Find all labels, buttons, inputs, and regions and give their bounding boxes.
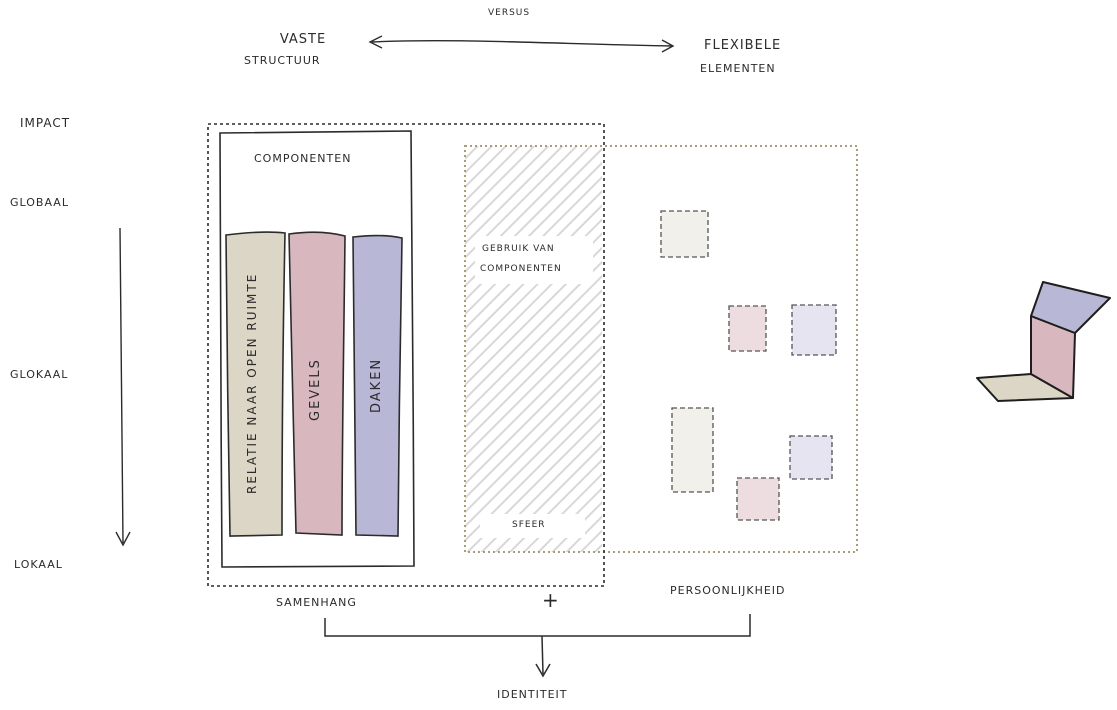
bar-relatie [225, 231, 286, 537]
samenhang-label: SAMENHANG [276, 596, 357, 609]
bar-label-daken: DAKEN [369, 357, 384, 413]
bar-gevels [288, 231, 346, 536]
fold-illustration [976, 281, 1111, 402]
fixed-structure-title-line1: VASTE [279, 32, 327, 47]
hatched-usage-zone [465, 146, 602, 552]
flex-element-beige-2 [671, 407, 714, 493]
flex-element-lavender-2 [789, 435, 833, 480]
versus-double-arrow [368, 35, 675, 53]
impact-down-arrow [115, 227, 131, 547]
identiteit-label: IDENTITEIT [497, 688, 568, 701]
impact-level-globaal: GLOBAAL [10, 196, 69, 209]
versus-label: VERSUS [488, 8, 531, 18]
impact-level-lokaal: LOKAAL [14, 558, 63, 571]
flex-element-lavender-1 [791, 304, 837, 356]
flex-element-pink-2 [736, 477, 780, 521]
componenten-label: COMPONENTEN [254, 152, 352, 165]
fixed-structure-title-line2: STRUCTUUR [244, 54, 321, 67]
bar-label-relatie: RELATIE NAAR OPEN RUIMTE [245, 272, 259, 494]
components-box [219, 130, 415, 568]
persoonlijkheid-label: PERSOONLIJKHEID [670, 584, 786, 597]
fixed-structure-frame [207, 123, 605, 587]
identity-bracket [324, 614, 751, 678]
bar-daken [352, 234, 403, 537]
label-bg-gebruik [475, 236, 593, 284]
flex-element-pink-1 [728, 305, 767, 352]
flexible-elements-box [464, 145, 858, 553]
flex-element-beige-1 [660, 210, 709, 258]
sfeer-label: SFEER [512, 520, 546, 530]
label-bg-sfeer [480, 514, 585, 538]
plus-sign: + [542, 588, 560, 612]
gebruik-label-line1: GEBRUIK VAN [482, 244, 555, 254]
flexible-elements-title-line2: ELEMENTEN [700, 62, 776, 75]
impact-level-glokaal: GLOKAAL [10, 368, 69, 381]
gebruik-label-line2: COMPONENTEN [480, 264, 562, 274]
bar-label-gevels: GEVELS [308, 358, 323, 422]
impact-axis-title: IMPACT [20, 116, 71, 130]
flexible-elements-title-line1: FLEXIBELE [704, 38, 782, 53]
